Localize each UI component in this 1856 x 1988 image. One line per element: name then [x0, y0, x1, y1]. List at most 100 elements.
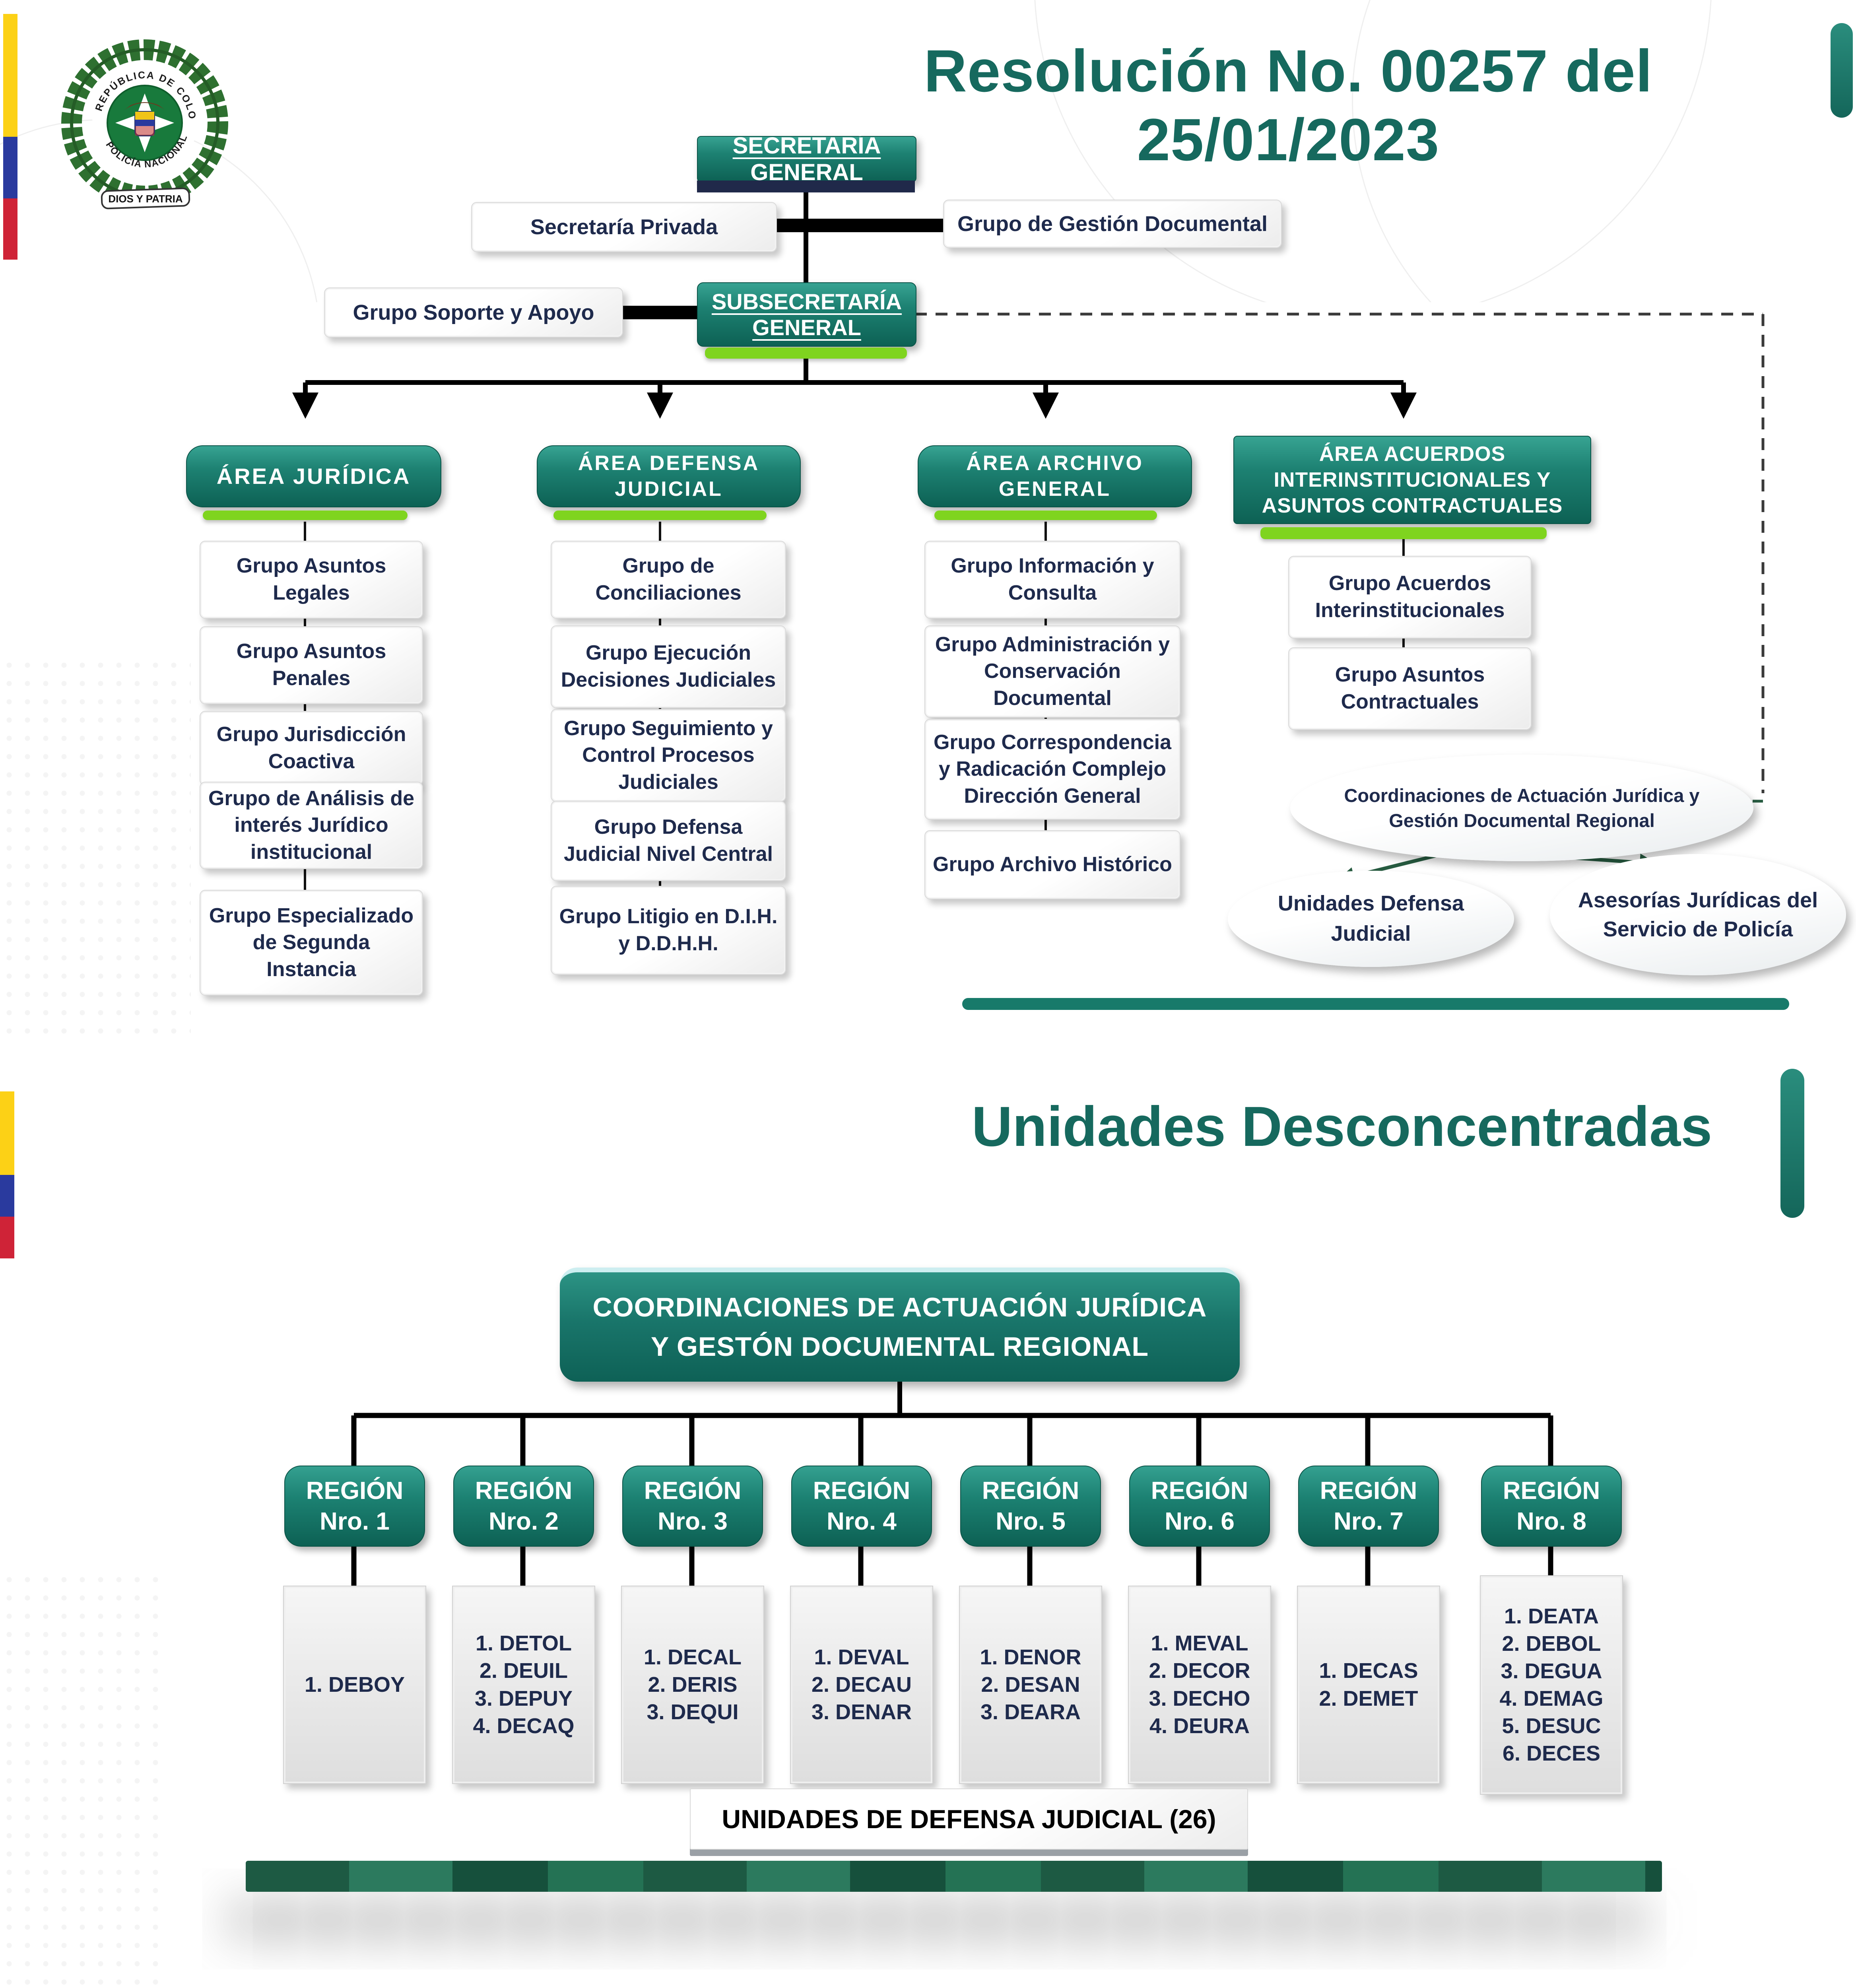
unit-item: 1. DEBOY: [304, 1672, 405, 1697]
unit-item: 2. DECAU: [811, 1672, 912, 1697]
area-defensa-underline: [553, 511, 767, 520]
area-acuerdos-title: ÁREA ACUERDOS INTERINSTITUCIONALES Y ASU…: [1262, 442, 1563, 517]
group-box: Grupo Jurisdicción Coactiva: [200, 711, 423, 786]
group-box: Grupo Defensa Judicial Nivel Central: [551, 801, 786, 881]
unit-item: 1. MEVAL: [1151, 1631, 1248, 1656]
unit-item: 1. DETOL: [475, 1631, 572, 1656]
section-divider-bar: [962, 998, 1789, 1010]
area-acuerdos-header: ÁREA ACUERDOS INTERINSTITUCIONALES Y ASU…: [1233, 436, 1591, 524]
section2-title: Unidades Desconcentradas: [971, 1095, 1712, 1158]
unit-item: 1. DENOR: [980, 1645, 1081, 1669]
dot-pattern: [0, 1571, 171, 1988]
group-box: Grupo Asuntos Contractuales: [1288, 647, 1532, 730]
subsecretaria-underline-bar: [705, 348, 907, 359]
section2-caption: UNIDADES DE DEFENSA JUDICIAL (26): [722, 1804, 1216, 1834]
unit-item: 2. DERIS: [648, 1672, 738, 1697]
node-subsecretaria-general: SUBSECRETARÍA GENERAL: [697, 282, 916, 347]
secretaria-general-base: [697, 181, 915, 192]
group-box: Grupo Información y Consulta: [924, 541, 1180, 619]
group-box: Grupo Archivo Histórico: [924, 830, 1180, 899]
section2-side-bar: [1780, 1069, 1804, 1218]
policia-nacional-crest-logo: REPÚBLICA DE COLOMBIA POLICÍA NACIONAL D…: [56, 34, 228, 210]
group-box: Grupo Seguimiento y Control Procesos Jud…: [551, 709, 786, 802]
area-juridica-header: ÁREA JURÍDICA: [186, 445, 441, 507]
unit-list-2: 1. DETOL 2. DEUIL 3. DEPUY 4. DECAQ: [452, 1586, 595, 1784]
colombia-flag-stripe: [3, 14, 17, 260]
oval-asesorias: Asesorías Jurídicas del Servicio de Poli…: [1550, 854, 1846, 975]
group-box: Grupo Administración y Conservación Docu…: [924, 625, 1180, 718]
unit-list-6: 1. MEVAL 2. DECOR 3. DECHO 4. DEURA: [1128, 1586, 1271, 1784]
unit-list-7: 1. DECAS 2. DEMET: [1297, 1586, 1440, 1784]
unit-item: 3. DECHO: [1149, 1686, 1250, 1710]
page-title: Resolución No. 00257 del 25/01/2023: [924, 37, 1653, 173]
unit-list-8: 1. DEATA 2. DEBOL 3. DEGUA 4. DEMAG 5. DESUC…: [1480, 1575, 1623, 1795]
unit-item: 1. DECAL: [643, 1645, 742, 1669]
colombia-flag-stripe: [0, 1091, 14, 1258]
unit-item: 4. DECAQ: [473, 1714, 575, 1738]
group-box: Grupo Acuerdos Interinstitucionales: [1288, 556, 1532, 639]
unit-item: 3. DEGUA: [1501, 1659, 1602, 1683]
group-box: Grupo Litigio en D.I.H. y D.D.H.H.: [551, 886, 786, 975]
header-side-bar: [1831, 23, 1853, 118]
node-subsecretaria-general-label: SUBSECRETARÍA GENERAL: [711, 289, 902, 340]
dot-pattern: [0, 656, 191, 1034]
unit-item: 2. DEUIL: [479, 1659, 568, 1683]
unit-item: 5. DESUC: [1502, 1714, 1601, 1738]
unit-item: 1. DECAS: [1319, 1659, 1418, 1683]
oval-unidades-defensa: Unidades Defensa Judicial: [1228, 871, 1514, 967]
node-secretaria-general-label: SECRETARÍA GENERAL: [732, 133, 881, 185]
area-juridica-underline: [203, 511, 408, 520]
unit-item: 3. DEARA: [980, 1700, 1081, 1724]
group-box: Grupo Ejecución Decisiones Judiciales: [551, 625, 786, 708]
unit-item: 3. DEPUY: [474, 1686, 573, 1710]
unit-item: 4. DEMAG: [1499, 1687, 1604, 1710]
area-defensa-header: ÁREA DEFENSA JUDICIAL: [537, 445, 801, 507]
node-gestion-documental-label: Grupo de Gestión Documental: [957, 212, 1268, 236]
group-box: Grupo Especializado de Segunda Instancia: [200, 890, 423, 996]
unit-item: 6. DECES: [1502, 1741, 1601, 1766]
node-secretaria-privada-label: Secretaría Privada: [530, 215, 718, 239]
unit-list-5: 1. DENOR 2. DESAN 3. DEARA: [959, 1586, 1102, 1784]
section2-bottom-bar: [246, 1861, 1662, 1892]
unit-item: 1. DEATA: [1504, 1604, 1599, 1628]
unit-list-1: 1. DEBOY: [283, 1586, 426, 1784]
area-archivo-header: ÁREA ARCHIVO GENERAL: [918, 445, 1192, 507]
node-secretaria-privada: Secretaría Privada: [471, 202, 777, 252]
unit-item: 2. DECOR: [1149, 1659, 1250, 1683]
node-soporte-apoyo-label: Grupo Soporte y Apoyo: [353, 301, 594, 324]
area-juridica-title: ÁREA JURÍDICA: [216, 464, 411, 489]
node-soporte-apoyo: Grupo Soporte y Apoyo: [324, 287, 623, 338]
area-archivo-underline: [934, 511, 1157, 520]
node-secretaria-general: SECRETARÍA GENERAL: [697, 133, 916, 185]
section2-caption-box: UNIDADES DE DEFENSA JUDICIAL (26): [690, 1788, 1248, 1850]
area-archivo-title: ÁREA ARCHIVO GENERAL: [966, 452, 1143, 501]
unit-list-4: 1. DEVAL 2. DECAU 3. DENAR: [790, 1586, 933, 1784]
logo-ribbon-text: DIOS Y PATRIA: [108, 193, 183, 205]
area-defensa-title: ÁREA DEFENSA JUDICIAL: [578, 452, 760, 501]
section2-coordinaciones-box: COORDINACIONES DE ACTUACIÓN JURÍDICA Y G…: [560, 1268, 1240, 1382]
group-box: Grupo Asuntos Legales: [200, 541, 423, 619]
unit-item: 2. DEMET: [1319, 1686, 1418, 1710]
unit-item: 4. DEURA: [1149, 1714, 1250, 1738]
group-box: Grupo de Conciliaciones: [551, 541, 786, 619]
group-box: Grupo Correspondencia y Radicación Compl…: [924, 719, 1180, 820]
unit-item: 1. DEVAL: [814, 1645, 909, 1669]
unit-item: 3. DENAR: [811, 1700, 912, 1724]
unit-item: 2. DESAN: [981, 1672, 1080, 1697]
group-box: Grupo de Análisis de interés Jurídico in…: [200, 782, 423, 869]
unit-item: 2. DEBOL: [1502, 1631, 1601, 1656]
node-gestion-documental: Grupo de Gestión Documental: [943, 200, 1282, 248]
group-box: Grupo Asuntos Penales: [200, 626, 423, 704]
oval-coordinaciones: Coordinaciones de Actuación Jurídica y G…: [1290, 755, 1753, 861]
